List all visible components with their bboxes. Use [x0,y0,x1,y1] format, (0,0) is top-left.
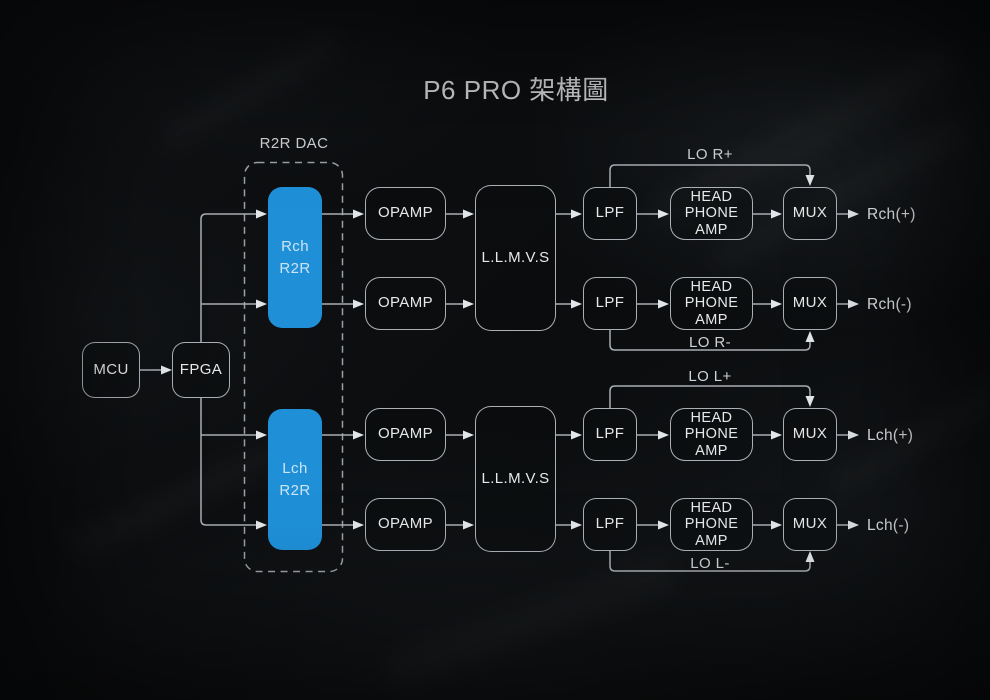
output-label: Lch(-) [867,517,910,534]
opamp-block: OPAMP [365,408,446,461]
output-label: Rch(+) [867,206,916,223]
page-title: P6 PRO 架構圖 [423,75,609,105]
headphone-amp-block: HEAD PHONE AMP [670,498,753,551]
r2r-dac-dashed-box [243,161,344,573]
headphone-amp-block: HEAD PHONE AMP [670,277,753,330]
fpga-block: FPGA [172,342,230,398]
llmvs-block-left: L.L.M.V.S [475,406,556,552]
llmvs-block-right: L.L.M.V.S [475,185,556,331]
wire-paths [140,164,848,572]
headphone-amp-block: HEAD PHONE AMP [670,187,753,240]
rch-r2r-block: Rch R2R [268,187,322,328]
arrowheads [161,175,859,562]
opamp-block: OPAMP [365,498,446,551]
lch-r2r-block: Lch R2R [268,409,322,550]
output-label: Lch(+) [867,427,914,444]
mcu-block: MCU [82,342,140,398]
lpf-block: LPF [583,498,637,551]
lpf-block: LPF [583,408,637,461]
mux-block: MUX [783,187,837,240]
bypass-label: LO L- [690,555,730,572]
lpf-block: LPF [583,277,637,330]
headphone-amp-block: HEAD PHONE AMP [670,408,753,461]
opamp-block: OPAMP [365,277,446,330]
mux-block: MUX [783,408,837,461]
lpf-block: LPF [583,187,637,240]
dac-group-label: R2R DAC [259,135,329,152]
mux-block: MUX [783,498,837,551]
bypass-label: LO R- [688,334,731,351]
opamp-block: OPAMP [365,187,446,240]
bypass-label: LO R+ [687,146,733,163]
bypass-label: LO L+ [688,368,732,385]
mux-block: MUX [783,277,837,330]
output-label: Rch(-) [867,296,912,313]
